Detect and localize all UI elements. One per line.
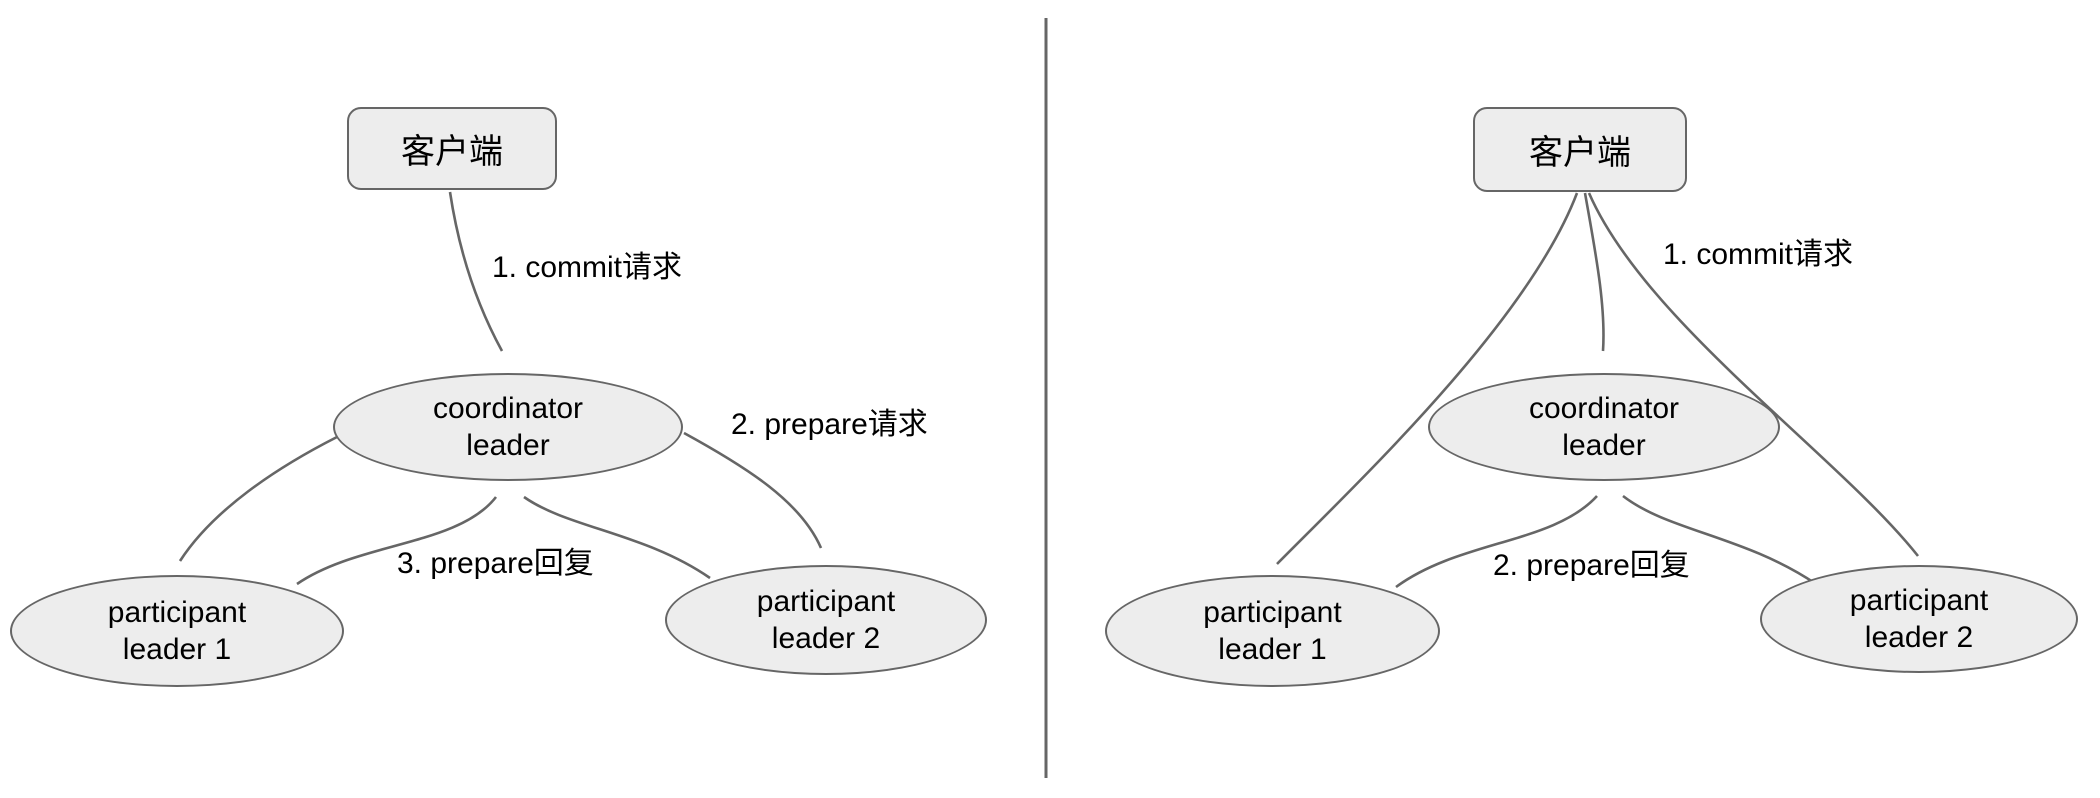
right-arrow-participant2-to-coordinator [1622, 494, 1817, 586]
left-arrow-coordinator-to-participant2 [683, 431, 823, 549]
left-arrow-coordinator-to-participant1 [178, 435, 338, 562]
right-arrow-client-to-coordinator [1583, 192, 1605, 352]
right-arrow-client-to-participant1 [1276, 192, 1579, 565]
left-arrow-client-to-coordinator [448, 191, 504, 352]
left-arrow-participant2-to-coordinator [523, 495, 711, 580]
right-arrow-participant1-to-coordinator [1395, 495, 1598, 589]
left-arrow-participant1-to-coordinator [296, 496, 498, 586]
right-arrow-client-to-participant2 [1587, 192, 1920, 557]
